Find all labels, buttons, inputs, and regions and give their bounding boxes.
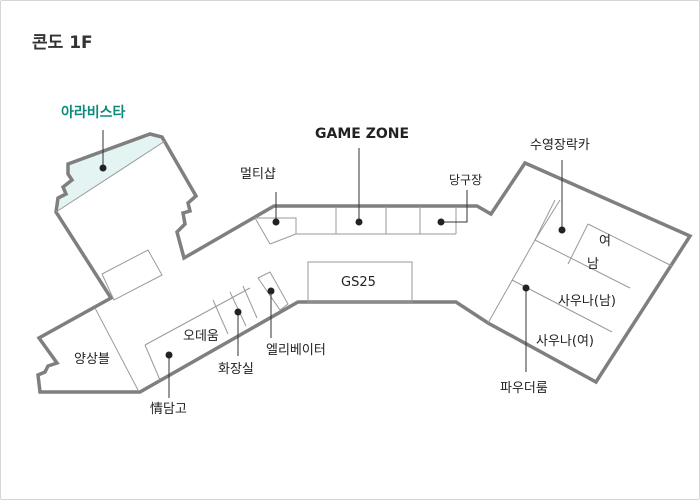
- label-yangsangbul[interactable]: 양상블: [74, 352, 110, 367]
- location-dots: [99, 164, 566, 359]
- label-men[interactable]: 남: [587, 257, 599, 272]
- dot-powder-room: [522, 284, 530, 292]
- dot-storage: [165, 351, 173, 359]
- dot-billiards: [437, 218, 445, 226]
- label-sauna-women[interactable]: 사우나(여): [536, 334, 594, 349]
- dot-game-zone: [355, 218, 363, 226]
- label-game-zone[interactable]: GAME ZONE: [315, 126, 409, 142]
- label-women[interactable]: 여: [599, 234, 611, 249]
- dot-swimwear-locker: [558, 226, 566, 234]
- label-multishop[interactable]: 멀티샵: [240, 167, 276, 182]
- label-sauna-men[interactable]: 사우나(남): [558, 294, 616, 309]
- building-outline: [36, 132, 693, 394]
- leader-lines: [102, 130, 563, 398]
- label-restroom[interactable]: 화장실: [218, 362, 254, 377]
- arabista-highlight[interactable]: [56, 134, 165, 212]
- dot-restroom: [234, 308, 242, 316]
- dot-multishop: [272, 218, 280, 226]
- dot-arabista: [99, 164, 107, 172]
- interior-walls: [55, 140, 673, 391]
- label-arabista[interactable]: 아라비스타: [61, 104, 126, 121]
- label-billiards[interactable]: 당구장: [449, 173, 482, 187]
- label-swimwear-locker[interactable]: 수영장락카: [530, 138, 590, 153]
- dot-elevator: [267, 287, 275, 295]
- floor-title: 콘도 1F: [32, 33, 93, 53]
- label-gs25[interactable]: GS25: [341, 275, 376, 290]
- label-storage[interactable]: 情담고: [150, 402, 187, 417]
- label-odeum[interactable]: 오데움: [183, 329, 219, 344]
- label-elevator[interactable]: 엘리베이터: [266, 343, 326, 358]
- label-powder-room[interactable]: 파우더룸: [500, 381, 548, 396]
